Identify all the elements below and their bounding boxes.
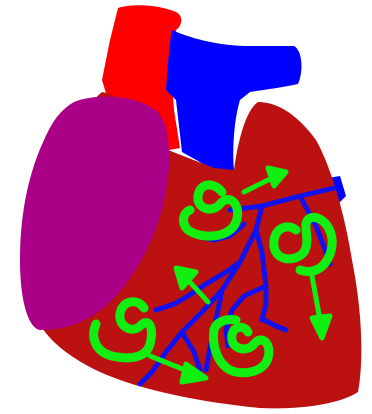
heart-diagram [0,0,372,414]
